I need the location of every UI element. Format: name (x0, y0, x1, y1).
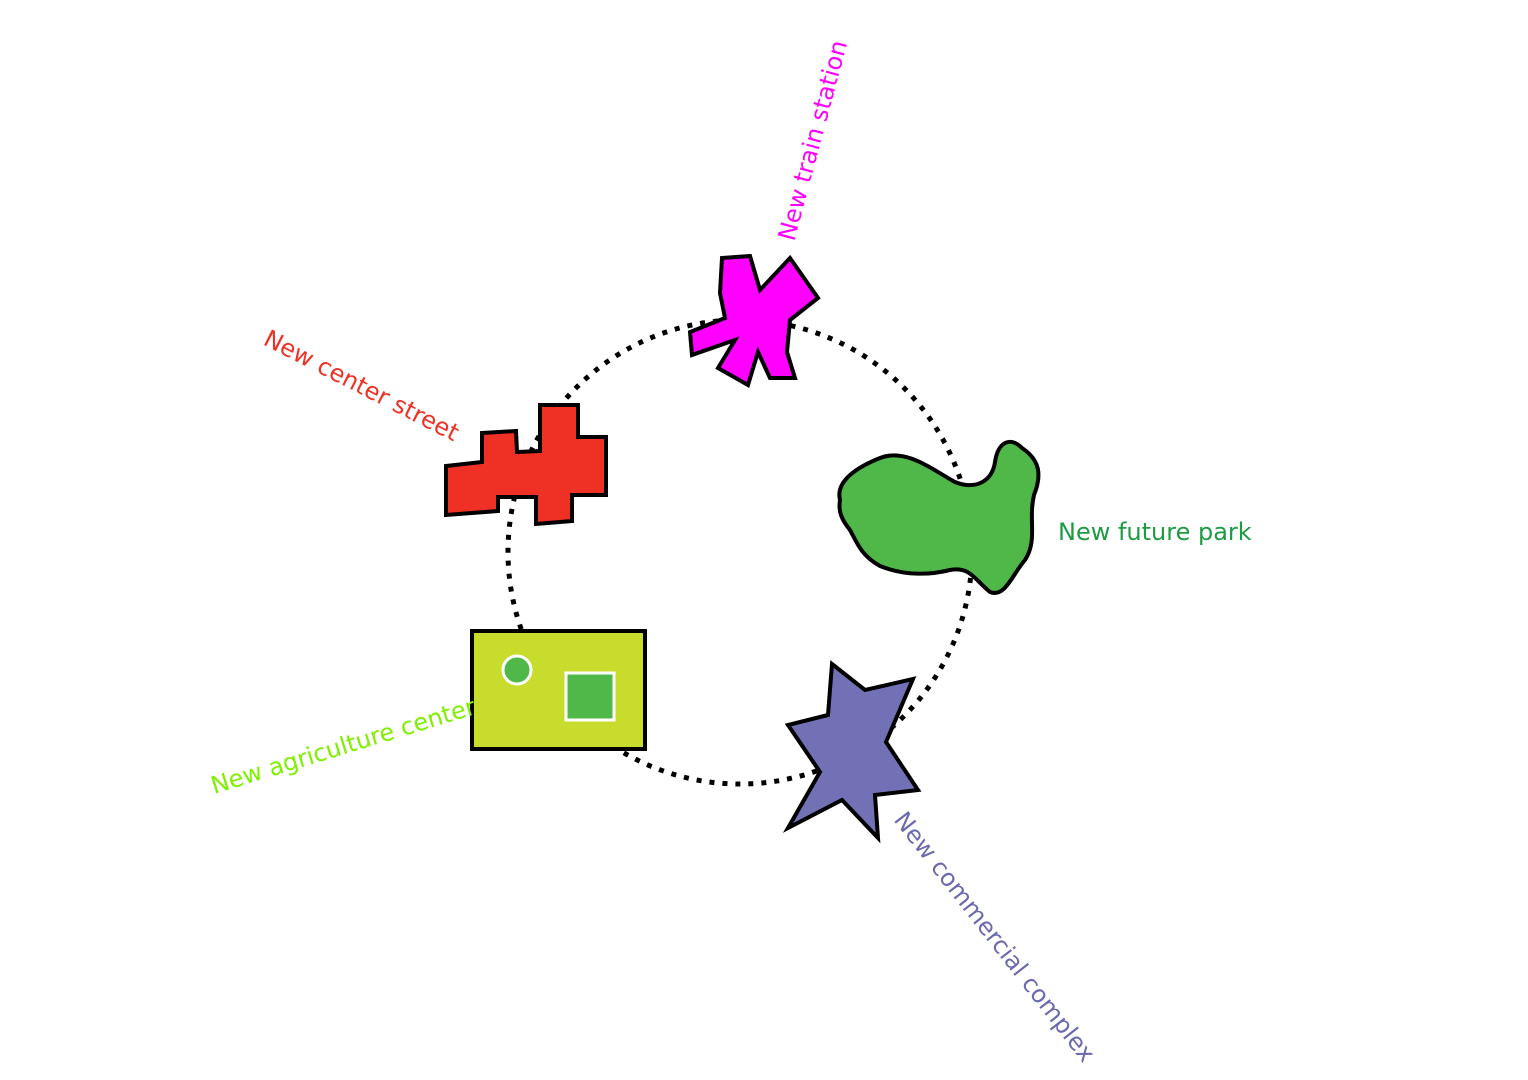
agriculture-center-label: New agriculture center (208, 692, 479, 799)
commercial-complex-label: New commercial complex (888, 806, 1100, 1067)
center-street-label: New center street (259, 324, 463, 447)
future-park-label: New future park (1058, 518, 1252, 546)
center-street-shape[interactable] (444, 403, 608, 527)
commercial-complex-shape[interactable] (782, 660, 922, 844)
train-station-shape[interactable] (687, 253, 821, 388)
future-park-shape[interactable] (837, 439, 1041, 595)
agriculture-center-square (564, 671, 616, 722)
agriculture-center-shape[interactable] (470, 629, 647, 751)
train-station-label: New train station (773, 37, 853, 243)
agriculture-center-circle (501, 654, 533, 686)
